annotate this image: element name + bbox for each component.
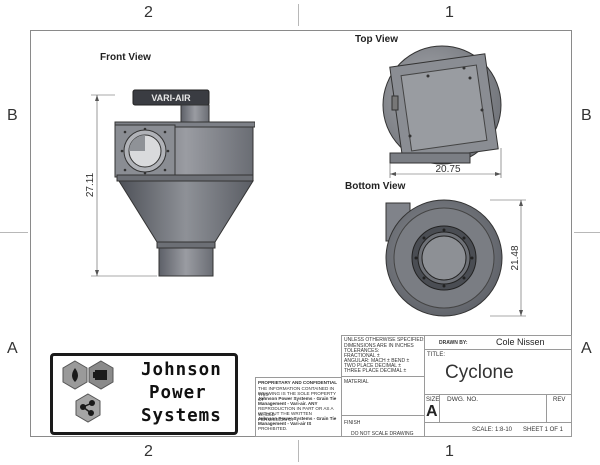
logo-line-systems: Systems [141,406,222,426]
top-view-title: Top View [355,34,398,45]
proprietary-line-2: DRAWING IS THE SOLE PROPERTY OF [258,391,336,402]
top-width-dimension: 20.75 [435,164,460,175]
no-scale-note: DO NOT SCALE DRAWING [351,431,414,437]
tolerance-line-6: TWO PLACE DECIMAL ± [344,363,402,369]
drawn-by-value: Cole Nissen [496,337,545,347]
size-value: A [426,403,438,420]
logo-line-johnson: Johnson [141,360,222,380]
front-view-title: Front View [100,52,151,63]
proprietary-line-9: PROHIBITED. [258,426,288,431]
tolerance-line-4: FRACTIONAL ± [344,353,380,359]
bottom-view-title: Bottom View [345,181,406,192]
title-block: UNLESS OTHERWISE SPECIFIED: DIMENSIONS A… [341,335,572,437]
brand-plate-text: VARI-AIR [151,93,191,103]
tolerance-line-2: DIMENSIONS ARE IN INCHES [344,343,414,349]
finish-label: FINISH [344,420,361,426]
proprietary-line-5: REPRODUCTION IN PART OR AS A WHOLE [258,406,334,417]
scale-sheet-cell [424,422,572,437]
drawn-by-label: DRAWN BY: [439,340,468,346]
proprietary-heading: PROPRIETARY AND CONFIDENTIAL [258,380,338,385]
border-tick-right [574,232,600,233]
border-tick-left [0,232,28,233]
logo-line-power: Power [149,383,207,403]
zone-bottom-1: 1 [445,443,454,460]
tolerance-line-1: UNLESS OTHERWISE SPECIFIED: [344,337,425,343]
front-height-dimension: 27.11 [85,172,96,197]
proprietary-line-1: THE INFORMATION CONTAINED IN THIS [258,386,335,397]
proprietary-line-7: Johnson Power Systems - Grain Tie [258,416,337,421]
dwg-no-label: DWG. NO. [447,396,479,403]
size-label: SIZE [426,397,440,403]
top-view-drawing: 20.75 [382,45,502,178]
proprietary-line-8: Management - Vari-air IS [258,421,312,426]
border-tick-top [298,4,299,26]
zone-left-b: B [7,107,18,124]
front-view-drawing: VARI-AIR 27.11 [85,89,255,277]
logo-hexagon-icons [62,360,114,423]
proprietary-line-3: Johnson Power Systems - Grain Tie [258,396,337,401]
brand-plate [132,89,210,106]
material-label: MATERIAL [344,379,369,385]
zone-bottom-2: 2 [144,443,153,460]
zone-top-1: 1 [445,4,454,21]
zone-right-a: A [581,340,592,357]
border-tick-bottom [298,440,299,462]
scale-value: SCALE: 1:8-10 [472,427,513,433]
company-logo: Johnson Power Systems [50,353,238,435]
proprietary-notice: PROPRIETARY AND CONFIDENTIAL THE INFORMA… [255,377,341,437]
tolerance-line-5: ANGULAR: MACH ± BEND ± [344,358,410,364]
tolerance-line-3: TOLERANCES: [344,348,380,354]
proprietary-line-6: WITHOUT THE WRITTEN PERMISSION OF [258,411,312,422]
proprietary-line-4: Management - Vari-air. ANY [258,401,318,406]
title-label: TITLE: [427,352,446,358]
bottom-view-drawing: 21.48 [385,199,526,317]
bottom-height-dimension: 21.48 [510,245,521,270]
sheet-value: SHEET 1 OF 1 [523,427,563,433]
rev-label: REV [553,397,566,403]
tolerance-line-7: THREE PLACE DECIMAL ± [344,368,407,374]
drawing-title: Cyclone [445,362,514,383]
zone-top-2: 2 [144,4,153,21]
zone-right-b: B [581,107,592,124]
zone-left-a: A [7,340,18,357]
